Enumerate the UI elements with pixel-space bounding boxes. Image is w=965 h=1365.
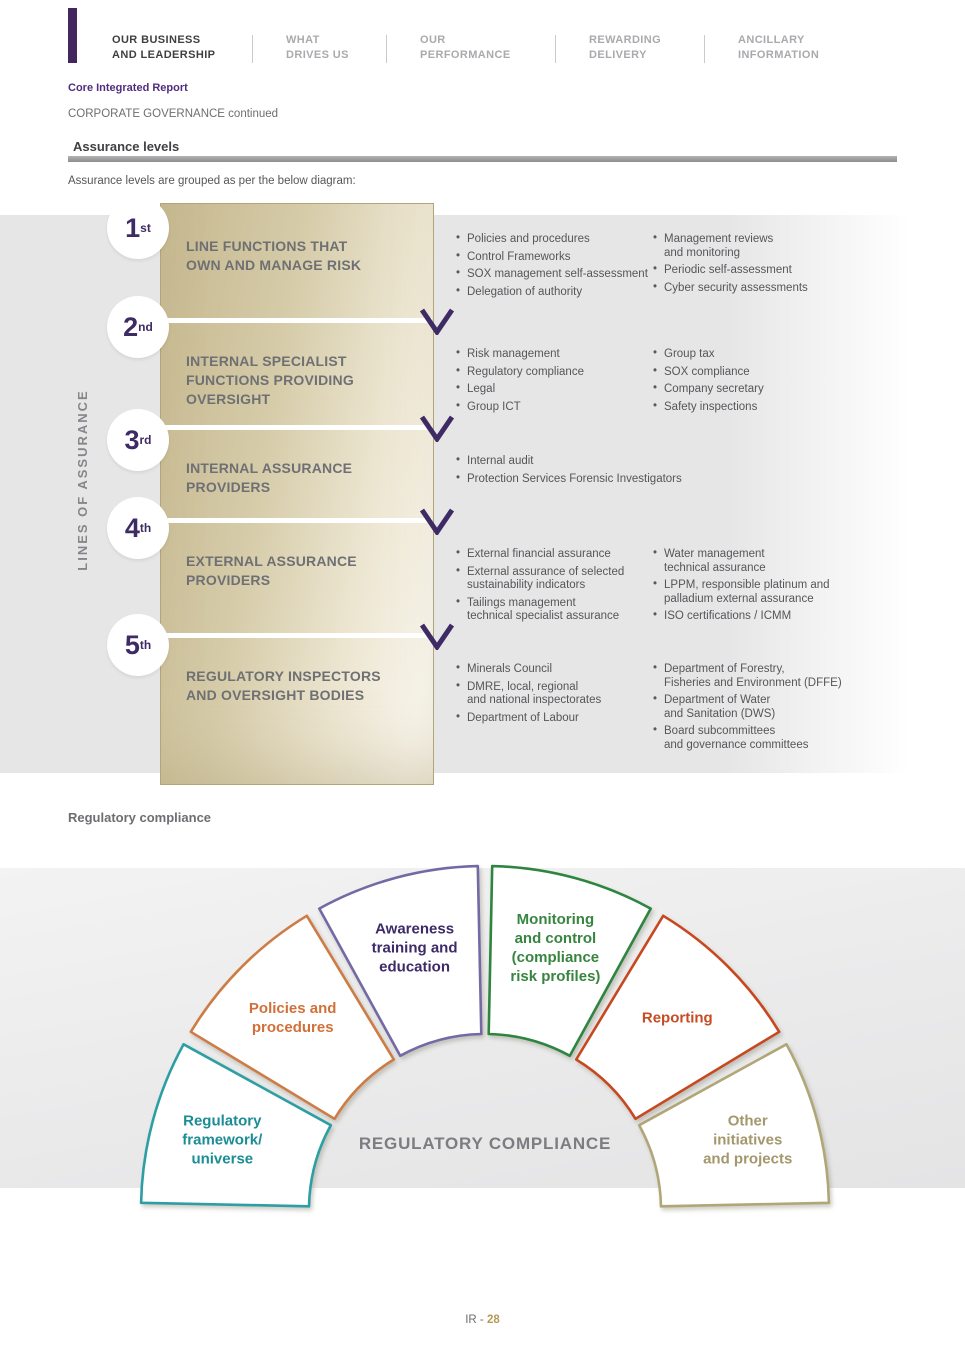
regulatory-compliance-title: Regulatory compliance (68, 810, 212, 825)
list-item: Delegation of authority (455, 285, 651, 300)
compliance-center-label: REGULATORY COMPLIANCE (358, 1134, 612, 1153)
list-item: Board subcommittees and governance commi… (652, 724, 882, 752)
list-item: Department of Labour (455, 711, 651, 726)
list-item: Risk management (455, 347, 651, 362)
list-item: Management reviews and monitoring (652, 232, 882, 260)
level-items: Risk managementRegulatory complianceLega… (455, 347, 651, 418)
nav-separator (555, 35, 556, 63)
list-item: Regulatory compliance (455, 365, 651, 380)
list-item: Minerals Council (455, 662, 651, 677)
compliance-segment (189, 914, 396, 1121)
page-number: 28 (486, 1314, 500, 1326)
list-item: External assurance of selected sustainab… (455, 565, 651, 593)
row-divider (161, 633, 432, 638)
level-items: Water management technical assuranceLPPM… (652, 547, 882, 628)
list-item: Legal (455, 382, 651, 397)
list-item: Protection Services Forensic Investigato… (455, 472, 785, 487)
intro-text: Assurance levels are grouped as per the … (68, 175, 356, 187)
list-item: Internal audit (455, 454, 785, 469)
list-item: SOX compliance (652, 365, 882, 380)
list-item: Group tax (652, 347, 882, 362)
chevron-down-icon (419, 414, 455, 444)
compliance-segment (487, 864, 652, 1058)
list-item: Periodic self-assessment (652, 263, 882, 278)
section-continued: CORPORATE GOVERNANCE continued (68, 108, 279, 120)
row-divider (161, 318, 432, 323)
list-item: External financial assurance (455, 547, 651, 562)
level-items: External financial assuranceExternal ass… (455, 547, 651, 628)
row-divider (161, 425, 432, 430)
list-item: Tailings management technical specialist… (455, 596, 651, 624)
list-item: Safety inspections (652, 400, 882, 415)
list-item: Department of Forestry, Fisheries and En… (652, 662, 882, 690)
compliance-segment (139, 1043, 333, 1208)
level-items: Group taxSOX complianceCompany secretary… (652, 347, 882, 418)
level-items: Department of Forestry, Fisheries and En… (652, 662, 882, 756)
list-item: Group ICT (455, 400, 651, 415)
chevron-down-icon (419, 507, 455, 537)
chevron-down-icon (419, 622, 455, 652)
level-items: Minerals CouncilDMRE, local, regional an… (455, 662, 651, 729)
list-item: Policies and procedures (455, 232, 651, 247)
nav-separator (386, 35, 387, 63)
title-rule (68, 156, 897, 162)
chevron-down-icon (419, 307, 455, 337)
nav-separator (704, 35, 705, 63)
level-heading: REGULATORY INSPECTORS AND OVERSIGHT BODI… (186, 668, 381, 703)
lines-of-assurance-label: LINES OF ASSURANCE (75, 389, 90, 571)
level-heading: EXTERNAL ASSURANCE PROVIDERS (186, 553, 357, 588)
level-heading: INTERNAL ASSURANCE PROVIDERS (186, 460, 353, 495)
list-item: SOX management self-assessment (455, 267, 651, 282)
list-item: ISO certifications / ICMM (652, 609, 882, 624)
compliance-segment (318, 864, 483, 1058)
list-item: Water management technical assurance (652, 547, 882, 575)
level-heading: LINE FUNCTIONS THAT OWN AND MANAGE RISK (186, 238, 362, 273)
level-heading: INTERNAL SPECIALIST FUNCTIONS PROVIDING … (186, 353, 354, 407)
list-item: LPPM, responsible platinum and palladium… (652, 578, 882, 606)
assurance-box (160, 203, 434, 785)
nav-separator (252, 35, 253, 63)
level-items: Internal auditProtection Services Forens… (455, 454, 785, 490)
list-item: Control Frameworks (455, 250, 651, 265)
level-items: Management reviews and monitoringPeriodi… (652, 232, 882, 299)
brand-accent-bar (68, 8, 77, 63)
list-item: DMRE, local, regional and national inspe… (455, 680, 651, 708)
page-footer: IR - 28 (0, 1314, 965, 1326)
list-item: Company secretary (652, 382, 882, 397)
report-label: Core Integrated Report (68, 82, 188, 94)
compliance-segment-label: Reporting (642, 1010, 713, 1027)
row-divider (161, 518, 432, 523)
list-item: Department of Water and Sanitation (DWS) (652, 693, 882, 721)
page-title: Assurance levels (73, 139, 180, 154)
level-items: Policies and proceduresControl Framework… (455, 232, 651, 303)
assurance-diagram: LINES OF ASSURANCE LINE FUNCTIONS THAT O… (0, 197, 965, 795)
footer-prefix: IR - (465, 1314, 484, 1326)
compliance-segment (574, 914, 781, 1121)
compliance-segment (637, 1043, 831, 1208)
list-item: Cyber security assessments (652, 281, 882, 296)
